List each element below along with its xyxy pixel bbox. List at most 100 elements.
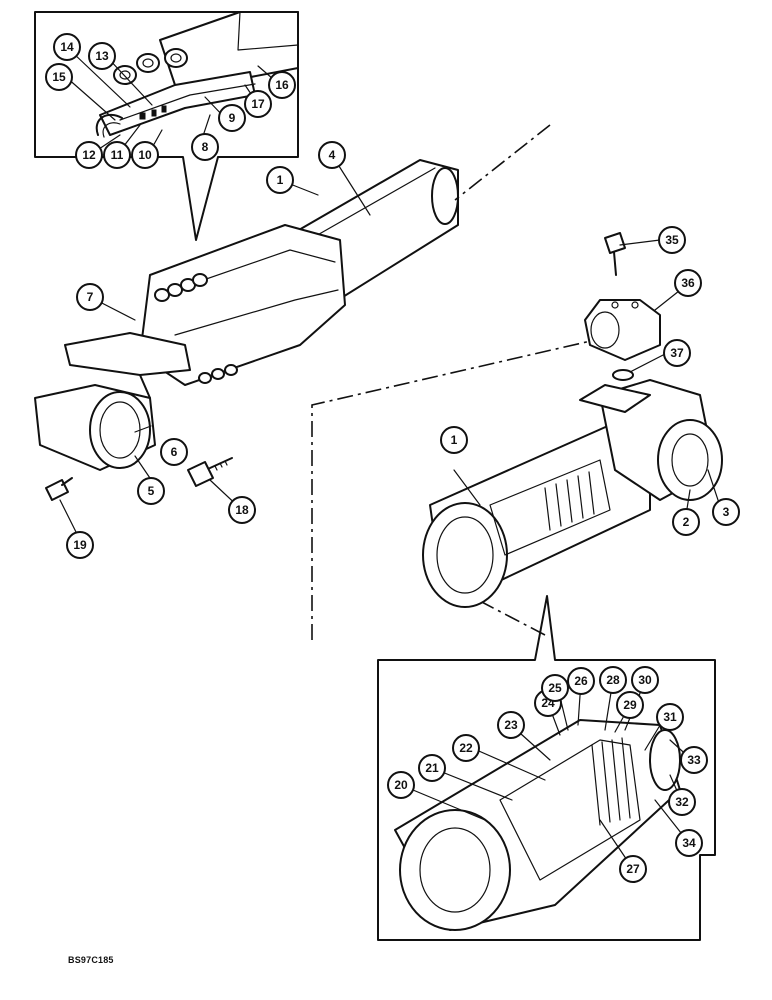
svg-text:21: 21 [425, 761, 439, 775]
svg-text:36: 36 [681, 276, 695, 290]
inset-rod-edge [237, 11, 299, 51]
svg-text:13: 13 [95, 49, 109, 63]
svg-text:4: 4 [329, 148, 336, 162]
svg-text:30: 30 [638, 673, 652, 687]
callout-8: 8 [191, 133, 219, 161]
svg-text:22: 22 [459, 741, 473, 755]
svg-text:2: 2 [683, 515, 690, 529]
port-block-36 [584, 299, 661, 361]
callout-13: 13 [88, 42, 116, 70]
callout-37: 37 [663, 339, 691, 367]
svg-text:8: 8 [202, 140, 209, 154]
tube-line-b [174, 289, 339, 336]
barrel-piston-rings [544, 471, 595, 531]
svg-text:26: 26 [574, 674, 588, 688]
head-bolts [154, 273, 238, 384]
inset-2-piston-rings [591, 737, 631, 826]
svg-text:5: 5 [148, 484, 155, 498]
callout-6: 6 [160, 438, 188, 466]
callout-17: 17 [244, 90, 272, 118]
svg-text:23: 23 [504, 718, 518, 732]
inset-2-barrel-bore [419, 827, 491, 913]
callout-33: 33 [680, 746, 708, 774]
callout-28: 28 [599, 666, 627, 694]
callout-36: 36 [674, 269, 702, 297]
head-eye [657, 419, 723, 501]
callout-14: 14 [53, 33, 81, 61]
svg-text:37: 37 [670, 346, 684, 360]
inset-rod-arc-inner [102, 122, 121, 138]
rod-eye-top [64, 332, 191, 376]
callout-23: 23 [497, 711, 525, 739]
inset-2-barrel-end [399, 809, 511, 931]
inset-2-rod-end [649, 729, 681, 791]
svg-text:10: 10 [138, 148, 152, 162]
callout-5: 5 [137, 477, 165, 505]
callout-32: 32 [668, 788, 696, 816]
callout-1-lower: 1 [440, 426, 468, 454]
rod-end-face [431, 167, 459, 225]
rod-eye-join [139, 374, 151, 399]
o-ring-37 [612, 369, 634, 381]
svg-text:19: 19 [73, 538, 87, 552]
svg-text:9: 9 [229, 111, 236, 125]
callout-16: 16 [268, 71, 296, 99]
svg-text:3: 3 [723, 505, 730, 519]
svg-text:14: 14 [60, 40, 74, 54]
callout-7: 7 [76, 283, 104, 311]
inset-seal-a [139, 112, 146, 120]
svg-text:6: 6 [171, 445, 178, 459]
callout-3: 3 [712, 498, 740, 526]
svg-text:28: 28 [606, 673, 620, 687]
piston-seal-detail-inset [377, 595, 716, 941]
rod-seal-detail-inset [34, 11, 299, 241]
callout-21: 21 [418, 754, 446, 782]
callout-11: 11 [103, 141, 131, 169]
cylinder-barrel-assembly [311, 124, 723, 640]
svg-text:11: 11 [111, 148, 124, 162]
callout-22: 22 [452, 734, 480, 762]
screw-18 [187, 457, 233, 487]
centerline-2 [454, 124, 551, 201]
screw-35 [604, 232, 626, 276]
callout-1-upper: 1 [266, 166, 294, 194]
svg-text:15: 15 [52, 70, 66, 84]
barrel-bore [436, 516, 494, 594]
callout-2: 2 [672, 508, 700, 536]
inset-gland-line [119, 83, 256, 121]
callout-25: 25 [541, 674, 569, 702]
svg-text:25: 25 [548, 681, 562, 695]
callout-20: 20 [387, 771, 415, 799]
svg-text:31: 31 [663, 710, 677, 724]
head-eye-bore [671, 433, 709, 487]
svg-text:1: 1 [451, 433, 458, 447]
inset-seal-b [151, 109, 157, 117]
callout-12: 12 [75, 141, 103, 169]
callout-9: 9 [218, 104, 246, 132]
callout-35: 35 [658, 226, 686, 254]
drawing-code-label: BS97C185 [68, 955, 114, 965]
svg-text:35: 35 [665, 233, 679, 247]
callout-29: 29 [616, 691, 644, 719]
svg-text:12: 12 [82, 148, 96, 162]
head-port-face [579, 384, 651, 413]
inset-seal-c [161, 105, 167, 113]
callout-30: 30 [631, 666, 659, 694]
svg-text:1: 1 [277, 173, 284, 187]
svg-text:17: 17 [251, 97, 265, 111]
callout-26: 26 [567, 667, 595, 695]
inset-2-frame [377, 595, 716, 941]
callout-19: 19 [66, 531, 94, 559]
callout-31: 31 [656, 703, 684, 731]
svg-text:29: 29 [623, 698, 637, 712]
inset-bolt-heads [113, 48, 188, 85]
inset-rod-arc [95, 113, 123, 136]
svg-text:34: 34 [682, 836, 696, 850]
svg-text:7: 7 [87, 290, 94, 304]
svg-text:20: 20 [394, 778, 408, 792]
callout-15: 15 [45, 63, 73, 91]
rod-and-tube-assembly [34, 159, 459, 471]
svg-text:32: 32 [675, 795, 689, 809]
rod-highlight [299, 167, 436, 246]
